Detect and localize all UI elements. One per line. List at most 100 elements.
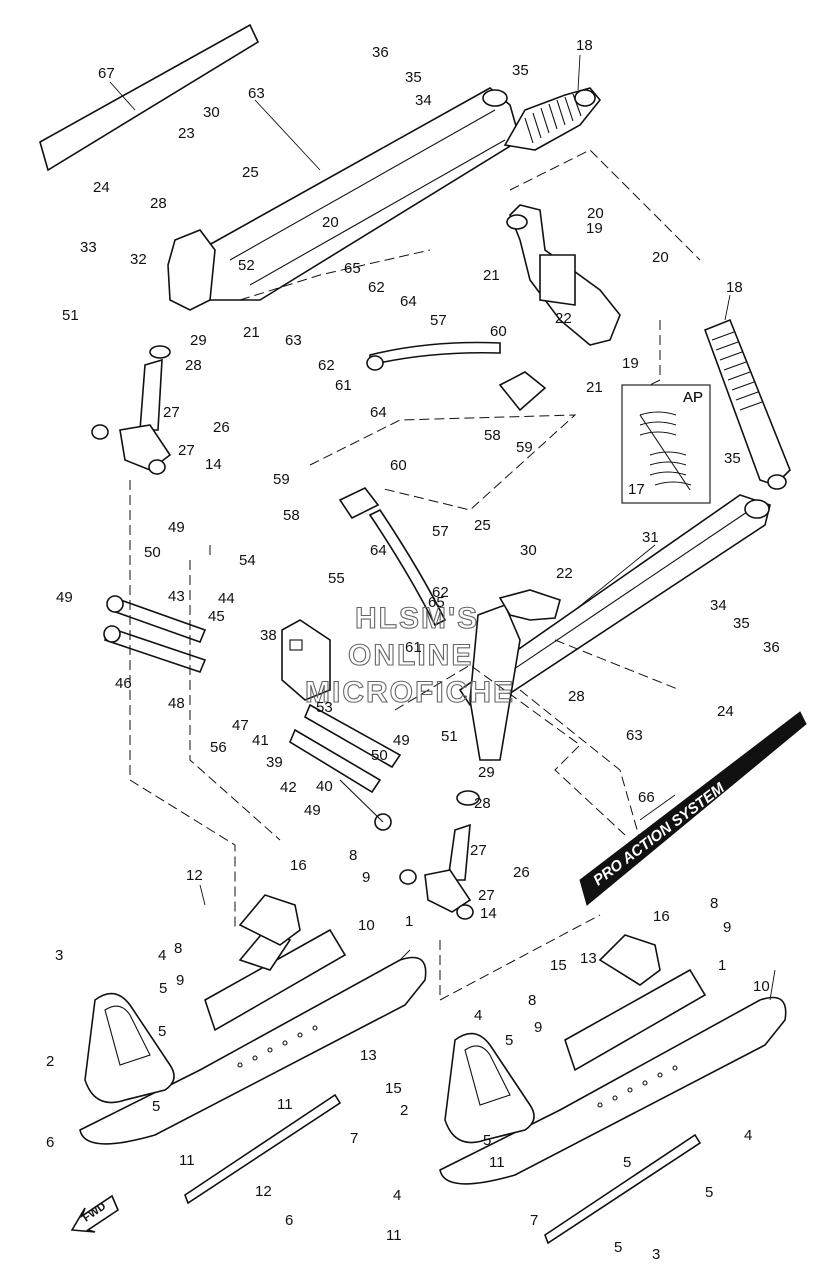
callout-number: 27 [478,887,495,904]
callout-number: 2 [46,1053,54,1070]
callout-number: 20 [322,214,339,231]
callout-number: 47 [232,717,249,734]
callout-number: 63 [248,85,265,102]
callout-number: 35 [733,615,750,632]
callout-number: 7 [530,1212,538,1229]
callout-number: 39 [266,754,283,771]
watermark-line-3: MICROFICHE [305,676,515,709]
callout-number: 22 [556,565,573,582]
callout-number: 10 [753,978,770,995]
callout-number: 63 [285,332,302,349]
callout-number: 5 [159,980,167,997]
callout-number: 58 [484,427,501,444]
callout-number: 8 [174,940,182,957]
callout-number: 3 [652,1246,660,1263]
upper-rear-arm [199,87,521,301]
callout-number: 22 [555,310,572,327]
callout-number: 64 [370,542,387,559]
callout-number: 9 [176,972,184,989]
callout-number: 29 [478,764,495,781]
watermark-line-2: ONLINE [348,639,473,672]
callout-number: 30 [203,104,220,121]
right-steering-column [399,603,521,920]
callout-number: 56 [210,739,227,756]
callout-number: 7 [350,1130,358,1147]
callout-number: 5 [505,1032,513,1049]
callout-number: 10 [358,917,375,934]
link-57-upper [366,341,501,371]
callout-number: 64 [400,293,417,310]
callout-number: 5 [158,1023,166,1040]
callout-number: 13 [360,1047,377,1064]
callout-number: 33 [80,239,97,256]
callout-number: 14 [480,905,497,922]
callout-number: 8 [710,895,718,912]
callout-number: 20 [587,205,604,222]
watermark-line-1: HLSM'S [355,602,479,635]
callout-number: 20 [652,249,669,266]
callout-number: 9 [534,1019,542,1036]
callout-number: 15 [550,957,567,974]
callout-number: 16 [653,908,670,925]
shock-absorber-right [703,318,791,490]
callout-number: 12 [255,1183,272,1200]
callout-number: 44 [218,590,235,607]
callout-number: 9 [362,869,370,886]
callout-number: 28 [568,688,585,705]
callout-number: 26 [513,864,530,881]
callout-number: 48 [168,695,185,712]
right-ski [439,934,787,1245]
callout-number: 59 [516,439,533,456]
callout-number: 34 [415,92,432,109]
callout-number: 50 [144,544,161,561]
callout-number: 49 [168,519,185,536]
callout-number: 13 [580,950,597,967]
callout-number: 31 [642,529,659,546]
callout-number: 4 [158,947,166,964]
callout-number: 66 [638,789,655,806]
callout-number: 25 [242,164,259,181]
callout-number: 4 [393,1187,401,1204]
callout-number: 5 [152,1098,160,1115]
link-57-lower [368,508,447,627]
left-steering-column [91,229,216,475]
callout-number: 65 [344,260,361,277]
callout-number: 27 [470,842,487,859]
pro-action-decal: PRO ACTION SYSTEM [579,711,807,906]
callout-number: 6 [285,1212,293,1229]
callout-number: 27 [163,404,180,421]
callout-number: 51 [62,307,79,324]
callout-number: 5 [705,1184,713,1201]
front-arm-31 [458,494,771,706]
callout-number: 15 [385,1080,402,1097]
callout-number: 65 [428,594,445,611]
callout-number: 52 [238,257,255,274]
callout-number: 11 [386,1227,402,1244]
callout-number: 25 [474,517,491,534]
callout-number: 28 [150,195,167,212]
callout-number: AP [683,389,703,406]
callout-number: 5 [483,1132,491,1149]
watermark: HLSM'S ONLINE MICROFICHE [304,601,515,709]
callout-number: 18 [726,279,743,296]
callout-number: 57 [432,523,449,540]
callout-number: 35 [405,69,422,86]
callout-number: 28 [185,357,202,374]
callout-number: 2 [400,1102,408,1119]
callout-number: 40 [316,778,333,795]
callout-number: 32 [130,251,147,268]
callout-number: 41 [252,732,269,749]
callout-number: 29 [190,332,207,349]
callout-number: 36 [372,44,389,61]
callout-number: 14 [205,456,222,473]
callout-number: 49 [304,802,321,819]
reference-lines [129,149,701,1001]
callout-number: 64 [370,404,387,421]
plate-58-lower [338,486,380,520]
callout-number: 60 [490,323,507,340]
callout-number: 54 [239,552,256,569]
callout-number: 8 [349,847,357,864]
callout-number: 45 [208,608,225,625]
